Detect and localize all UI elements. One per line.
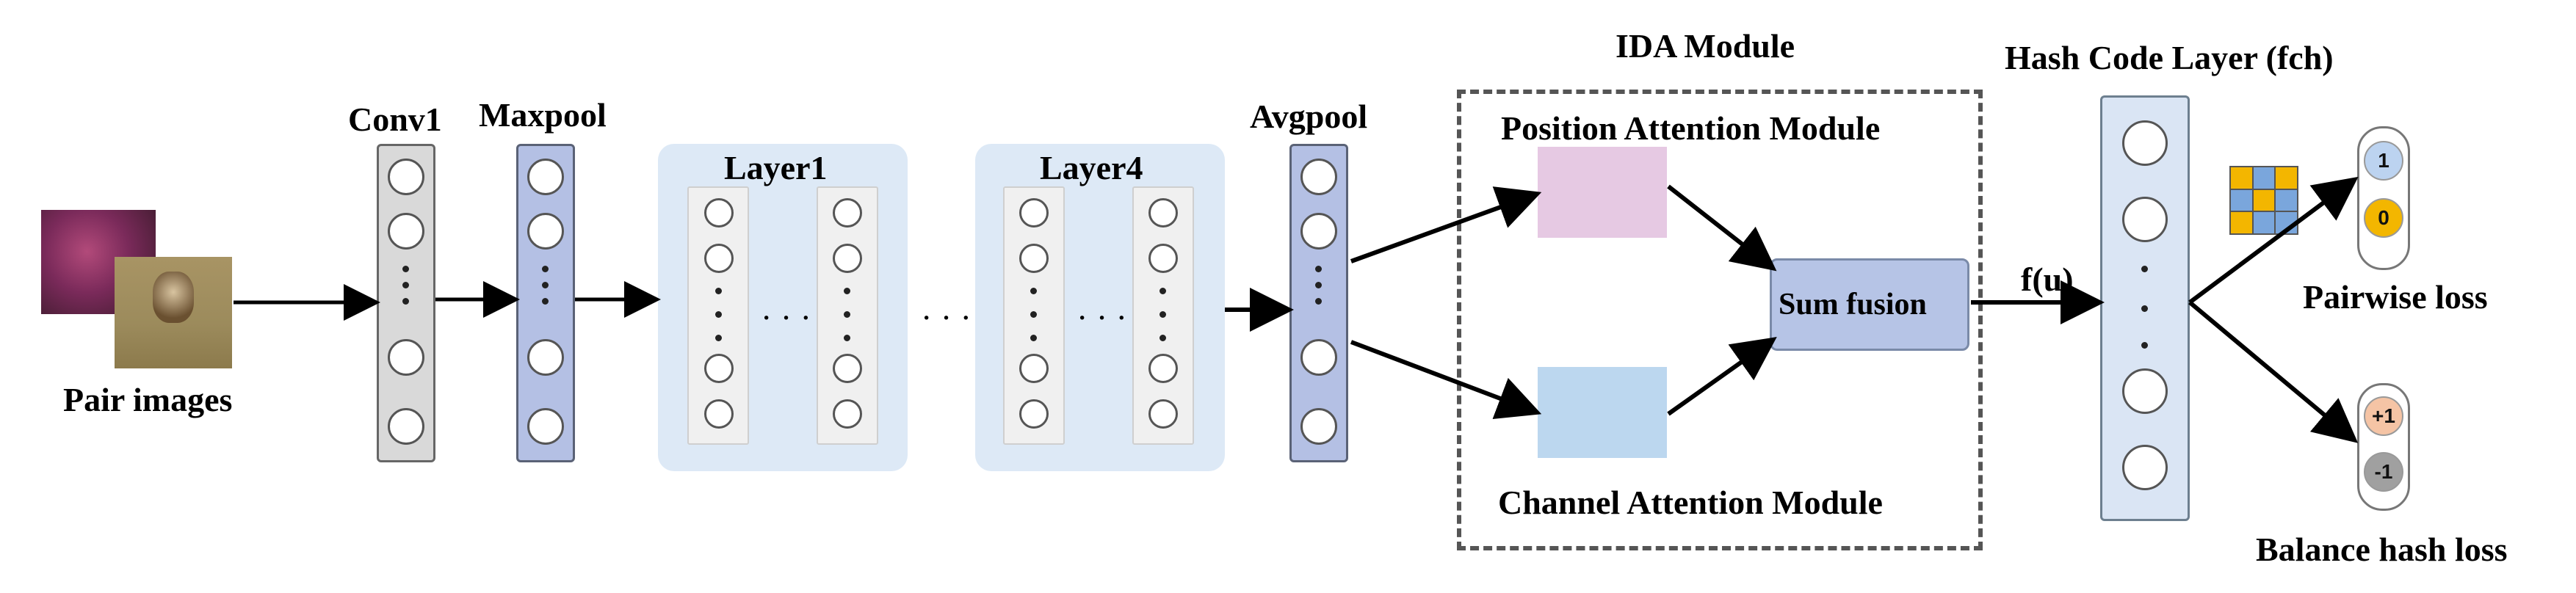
conv1-dot xyxy=(402,298,409,305)
layer1-dot xyxy=(844,288,850,294)
avgpool-dot xyxy=(1315,282,1322,288)
layer1-dot xyxy=(715,288,722,294)
hash-node xyxy=(2122,197,2168,242)
hash-node xyxy=(2122,120,2168,166)
layer1-node xyxy=(704,198,734,228)
input-label: Pair images xyxy=(63,381,233,418)
conv1-node xyxy=(388,408,424,445)
channel-attention-label: Channel Attention Module xyxy=(1498,484,1883,521)
conv1-dot xyxy=(402,266,409,272)
avgpool-dot xyxy=(1315,266,1322,272)
maxpool-title: Maxpool xyxy=(479,96,607,134)
arrow-avgpool-position xyxy=(1350,186,1542,263)
layer4-node xyxy=(1019,198,1049,228)
channel-attention-block xyxy=(1538,367,1667,458)
hash-dot xyxy=(2141,342,2148,349)
layer1-dot xyxy=(844,311,850,318)
layer4-dot xyxy=(1030,311,1037,318)
layer1-title: Layer1 xyxy=(724,149,828,186)
hash-title: Hash Code Layer (fch) xyxy=(2005,39,2334,76)
arrow-position-sum xyxy=(1667,184,1777,272)
arrow-channel-sum xyxy=(1667,337,1777,416)
maxpool-node xyxy=(527,159,564,195)
conv1-node xyxy=(388,339,424,376)
pairwise-bit-0: 0 xyxy=(2364,198,2403,238)
layer1-node xyxy=(833,198,862,228)
hash-dot xyxy=(2141,305,2148,312)
layer4-node xyxy=(1148,244,1178,273)
position-attention-block xyxy=(1538,147,1667,238)
hash-grid-icon xyxy=(2229,166,2298,235)
avgpool-node xyxy=(1300,339,1337,376)
layer1-dot xyxy=(715,335,722,341)
maxpool-node xyxy=(527,213,564,250)
avgpool-node xyxy=(1300,408,1337,445)
maxpool-dot xyxy=(542,266,549,272)
layer4-node xyxy=(1148,399,1178,429)
hash-dot xyxy=(2141,266,2148,272)
layer1-node xyxy=(833,354,862,383)
layer1-node xyxy=(833,399,862,429)
maxpool-node xyxy=(527,408,564,445)
sum-fusion-block xyxy=(1770,258,1969,351)
balance-bit-minus: -1 xyxy=(2364,452,2403,492)
pairwise-bit-1: 1 xyxy=(2364,141,2403,181)
maxpool-dot xyxy=(542,282,549,288)
conv1-title: Conv1 xyxy=(348,101,442,138)
layer1-ellipsis: · · · xyxy=(761,299,811,336)
layer1-node xyxy=(833,244,862,273)
avgpool-dot xyxy=(1315,298,1322,305)
arrow-hash-balance xyxy=(2188,300,2359,443)
layer1-node xyxy=(704,354,734,383)
arrow-avgpool-channel xyxy=(1350,340,1542,420)
layers-ellipsis: · · · xyxy=(921,299,972,336)
layer4-dot xyxy=(1030,288,1037,294)
layer4-dot xyxy=(1030,335,1037,341)
layer1-dot xyxy=(715,311,722,318)
balance-bit-plus: +1 xyxy=(2364,396,2403,436)
avgpool-node xyxy=(1300,213,1337,250)
conv1-dot xyxy=(402,282,409,288)
layer4-node xyxy=(1148,354,1178,383)
conv1-node xyxy=(388,159,424,195)
layer1-dot xyxy=(844,335,850,341)
hash-node xyxy=(2122,445,2168,490)
avgpool-title: Avgpool xyxy=(1250,98,1368,135)
layer4-dot xyxy=(1159,288,1166,294)
layer4-dot xyxy=(1159,335,1166,341)
input-image-front xyxy=(115,257,232,368)
layer4-node xyxy=(1019,244,1049,273)
layer4-node xyxy=(1019,354,1049,383)
layer4-node xyxy=(1019,399,1049,429)
arrow-hash-pairwise xyxy=(2188,176,2359,305)
layer4-ellipsis: · · · xyxy=(1077,299,1127,336)
maxpool-node xyxy=(527,339,564,376)
sum-fusion-label: Sum fusion xyxy=(1779,288,1927,321)
layer1-node xyxy=(704,244,734,273)
layer4-node xyxy=(1148,198,1178,228)
maxpool-dot xyxy=(542,298,549,305)
avgpool-node xyxy=(1300,159,1337,195)
conv1-node xyxy=(388,213,424,250)
pairwise-loss-label: Pairwise loss xyxy=(2303,278,2488,316)
dog-figure xyxy=(153,272,194,323)
layer4-title: Layer4 xyxy=(1040,149,1143,186)
position-attention-label: Position Attention Module xyxy=(1501,109,1881,147)
hash-node xyxy=(2122,368,2168,414)
layer4-dot xyxy=(1159,311,1166,318)
balance-loss-label: Balance hash loss xyxy=(2256,531,2508,568)
ida-title: IDA Module xyxy=(1616,27,1795,65)
layer1-node xyxy=(704,399,734,429)
ida-module-frame xyxy=(1457,90,1983,550)
